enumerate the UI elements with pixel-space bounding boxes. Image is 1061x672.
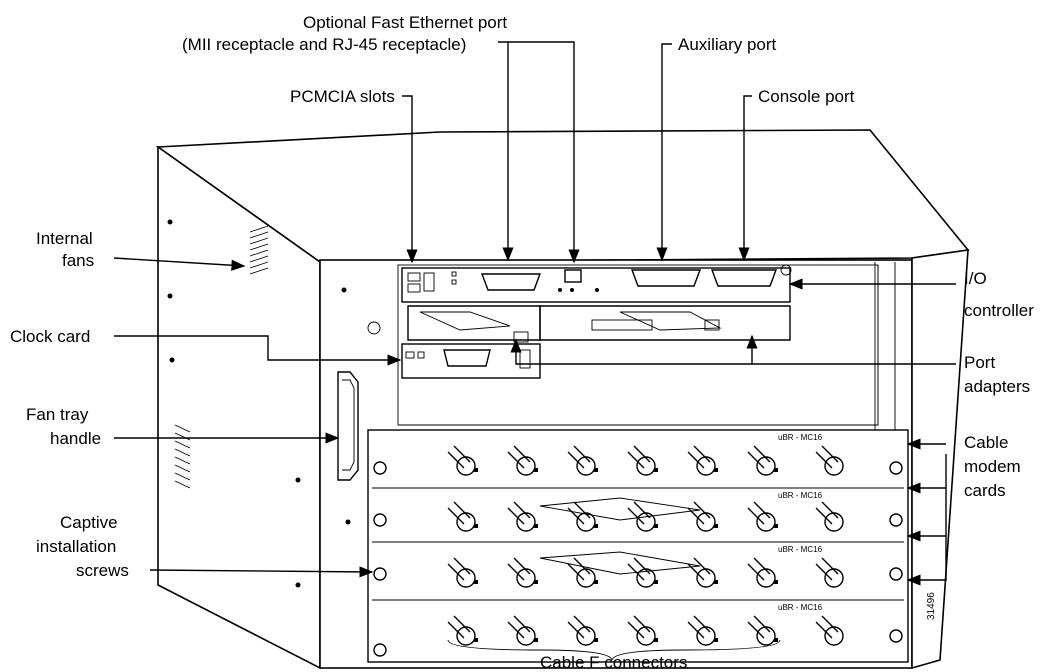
clock-card (401, 343, 541, 379)
label-cable-f-connectors: Cable F connectors (540, 653, 687, 672)
side-vents (167, 219, 351, 588)
label-cable-modem-1: Cable (964, 433, 1008, 452)
label-console-port: Console port (758, 87, 855, 106)
label-internal-fans-2: fans (62, 251, 94, 270)
label-port-adapters-1: Port (964, 353, 995, 372)
label-fast-ethernet-2: (MII receptacle and RJ-45 receptacle) (182, 35, 466, 54)
f-connector-array (447, 445, 844, 646)
card-model-label-2: uBR - MC16 (778, 491, 823, 500)
card-model-label-4: uBR - MC16 (778, 603, 823, 612)
label-io-controller-1: I/O (964, 269, 987, 288)
label-cable-modem-2: modem (964, 457, 1021, 476)
label-captive-3: screws (76, 561, 129, 580)
label-port-adapters-2: adapters (964, 377, 1030, 396)
label-internal-fans-1: Internal (36, 229, 93, 248)
cable-modem-cards: uBR - MC16 uBR - MC16 uBR - MC16 uBR - M… (367, 429, 909, 663)
card-model-label-1: uBR - MC16 (778, 433, 823, 442)
captive-screws (373, 461, 903, 657)
label-captive-1: Captive (60, 513, 118, 532)
label-fan-tray-2: handle (50, 429, 101, 448)
card-model-label-3: uBR - MC16 (778, 545, 823, 554)
label-clock-card: Clock card (10, 327, 90, 346)
chassis-body (155, 129, 970, 670)
label-auxiliary-port: Auxiliary port (678, 35, 777, 54)
label-io-controller-2: controller (964, 301, 1034, 320)
label-cable-modem-3: cards (964, 481, 1006, 500)
figure-number: 31496 (926, 592, 937, 620)
label-pcmcia-slots: PCMCIA slots (290, 87, 395, 106)
labels: Optional Fast Ethernet port (MII recepta… (10, 13, 1034, 672)
fan-tray-handle (337, 321, 381, 481)
label-captive-2: installation (36, 537, 116, 556)
card-ejectors (539, 497, 701, 575)
label-fast-ethernet-1: Optional Fast Ethernet port (303, 13, 507, 32)
label-fan-tray-1: Fan tray (26, 405, 89, 424)
callout-lines (113, 41, 956, 661)
